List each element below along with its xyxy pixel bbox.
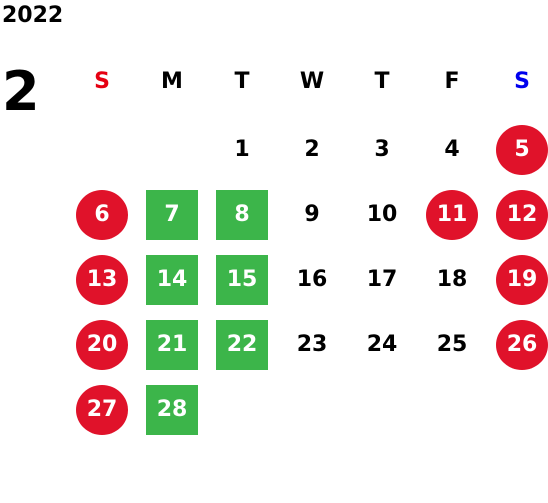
calendar-cell-monday: 28 xyxy=(137,378,207,443)
calendar-day: 25 xyxy=(436,332,468,357)
calendar-cell-wednesday: 16 xyxy=(277,248,347,313)
calendar-cell-friday: 18 xyxy=(417,248,487,313)
weekday-friday: F xyxy=(444,69,460,94)
weekday-header-row: S M T W T F S xyxy=(67,62,548,102)
calendar-cell-thursday: 24 xyxy=(347,313,417,378)
calendar-cell-sunday: 20 xyxy=(67,313,137,378)
calendar-year: 2022 xyxy=(2,3,64,28)
calendar-cell-monday: 7 xyxy=(137,183,207,248)
calendar-day: 17 xyxy=(366,267,398,292)
calendar-day-highlighted: 14 xyxy=(146,255,198,305)
calendar-day: 23 xyxy=(296,332,328,357)
weekday-monday: M xyxy=(161,69,183,94)
calendar-cell-tuesday: 8 xyxy=(207,183,277,248)
calendar-cell-sunday xyxy=(67,118,137,183)
calendar-cell-tuesday: 22 xyxy=(207,313,277,378)
calendar-cell-monday: 14 xyxy=(137,248,207,313)
calendar-day: 3 xyxy=(374,137,390,162)
calendar-day-highlighted: 7 xyxy=(146,190,198,240)
calendar-cell-tuesday: 1 xyxy=(207,118,277,183)
calendar-cell-friday: 25 xyxy=(417,313,487,378)
weekday-tuesday: T xyxy=(234,69,250,94)
calendar-day-highlighted: 28 xyxy=(146,385,198,435)
calendar-cell-wednesday: 2 xyxy=(277,118,347,183)
calendar-day-highlighted: 21 xyxy=(146,320,198,370)
calendar-cell-wednesday: 9 xyxy=(277,183,347,248)
calendar-day: 24 xyxy=(366,332,398,357)
calendar-cell-friday xyxy=(417,378,487,443)
calendar-cell-wednesday: 23 xyxy=(277,313,347,378)
calendar-cell-thursday: 10 xyxy=(347,183,417,248)
calendar-day: 2 xyxy=(304,137,320,162)
weekday-wednesday: W xyxy=(299,69,325,94)
calendar-cell-monday xyxy=(137,118,207,183)
calendar-cell-tuesday xyxy=(207,378,277,443)
calendar-day-holiday: 13 xyxy=(76,255,128,305)
calendar-day: 18 xyxy=(436,267,468,292)
calendar-day: 10 xyxy=(366,202,398,227)
calendar-cell-sunday: 27 xyxy=(67,378,137,443)
calendar-day-holiday: 6 xyxy=(76,190,128,240)
calendar-cell-wednesday xyxy=(277,378,347,443)
calendar-cell-thursday: 17 xyxy=(347,248,417,313)
calendar-day: 9 xyxy=(304,202,320,227)
weekday-thursday: T xyxy=(374,69,390,94)
calendar-cell-saturday xyxy=(487,378,548,443)
calendar-day-holiday: 5 xyxy=(496,125,548,175)
calendar-cell-friday: 11 xyxy=(417,183,487,248)
calendar-cell-saturday: 5 xyxy=(487,118,548,183)
weekday-sunday: S xyxy=(94,69,110,94)
calendar-day-holiday: 11 xyxy=(426,190,478,240)
calendar-cell-friday: 4 xyxy=(417,118,487,183)
calendar-cell-monday: 21 xyxy=(137,313,207,378)
calendar-day-highlighted: 22 xyxy=(216,320,268,370)
calendar-cell-saturday: 26 xyxy=(487,313,548,378)
calendar-cell-thursday xyxy=(347,378,417,443)
calendar-cell-saturday: 19 xyxy=(487,248,548,313)
calendar-day: 16 xyxy=(296,267,328,292)
calendar-day: 4 xyxy=(444,137,460,162)
calendar-cell-sunday: 13 xyxy=(67,248,137,313)
calendar-day-holiday: 20 xyxy=(76,320,128,370)
calendar-cell-sunday: 6 xyxy=(67,183,137,248)
calendar-cell-saturday: 12 xyxy=(487,183,548,248)
calendar-day-holiday: 19 xyxy=(496,255,548,305)
calendar-cell-tuesday: 15 xyxy=(207,248,277,313)
calendar-day-holiday: 12 xyxy=(496,190,548,240)
calendar-cell-thursday: 3 xyxy=(347,118,417,183)
calendar-month: 2 xyxy=(2,60,40,123)
calendar-day-highlighted: 8 xyxy=(216,190,268,240)
calendar-day-holiday: 26 xyxy=(496,320,548,370)
calendar-day-holiday: 27 xyxy=(76,385,128,435)
calendar-day-highlighted: 15 xyxy=(216,255,268,305)
weekday-saturday: S xyxy=(514,69,530,94)
calendar-day: 1 xyxy=(234,137,250,162)
